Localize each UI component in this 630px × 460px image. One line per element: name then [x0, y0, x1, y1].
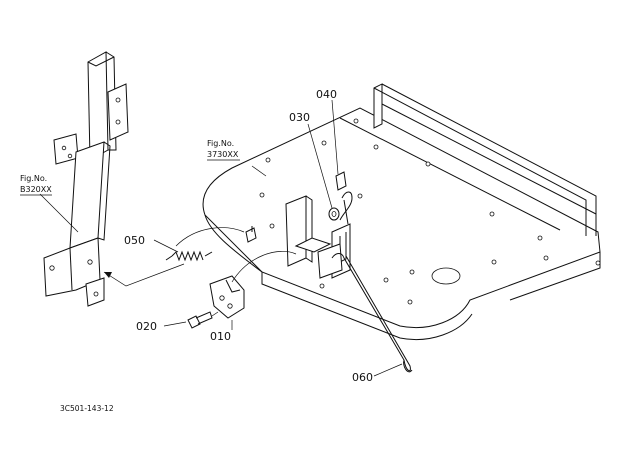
part-number-010: 010 — [210, 330, 231, 343]
drawing-code: 3C501-143-12 — [60, 404, 114, 413]
part-number-040: 040 — [316, 88, 337, 101]
part-030-washer — [328, 207, 340, 221]
part-number-020: 020 — [136, 320, 157, 333]
left-bracket-assembly — [43, 51, 129, 307]
part-010-clamp — [209, 250, 297, 319]
rod-bracket — [285, 195, 351, 279]
main-plate — [202, 83, 601, 341]
figure-ref-3730xx: Fig.No. 3730XX — [207, 139, 240, 161]
part-020-bolt — [187, 311, 219, 329]
part-number-030: 030 — [289, 111, 310, 124]
part-040-pin — [335, 171, 353, 225]
figure-ref-line1: Fig.No. — [20, 174, 47, 183]
figure-ref-b320xx: Fig.No. B320XX — [20, 174, 52, 196]
connection-arrow — [103, 263, 185, 287]
figure-ref-line2: 3730XX — [207, 150, 239, 159]
figure-ref-line1: Fig.No. — [207, 139, 234, 148]
part-number-050: 050 — [124, 234, 145, 247]
part-050-spring — [165, 227, 245, 262]
part-060-rod — [331, 253, 413, 373]
part-number-060: 060 — [352, 371, 373, 384]
figure-ref-line2: B320XX — [20, 185, 52, 194]
leader-lines — [153, 99, 403, 377]
